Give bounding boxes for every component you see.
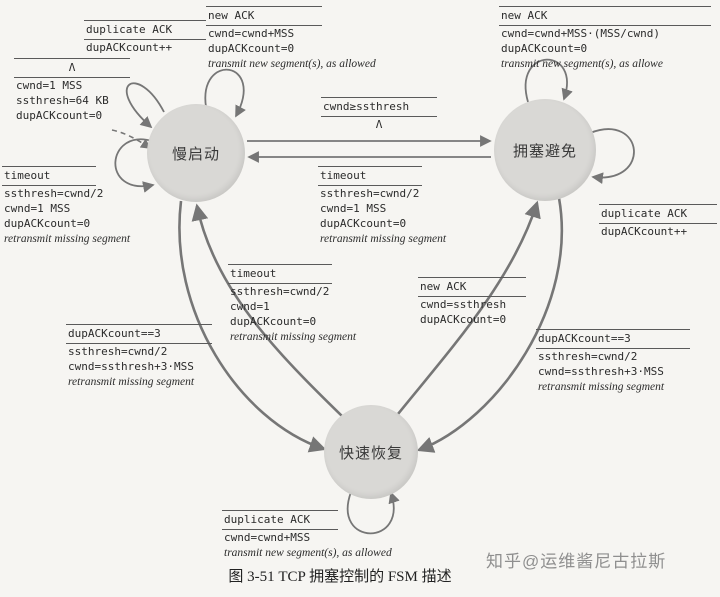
transition-action: retransmit missing segment: [230, 331, 357, 343]
transition-action: ssthresh=cwnd/2: [4, 187, 104, 200]
transition-action: retransmit missing segment: [538, 381, 665, 393]
transition-condition: new ACK: [499, 6, 711, 26]
transition-action: retransmit missing segment: [4, 233, 131, 245]
label-slowstart-dupack3: dupACKcount==3 ssthresh=cwnd/2 cwnd=ssth…: [66, 324, 212, 389]
transition-action: Λ: [375, 118, 383, 131]
transition-action: dupACKcount=0: [16, 109, 103, 122]
transition-action: cwnd=1 MSS: [16, 79, 83, 92]
congavoid-dupack-selfloop-arrow: [589, 128, 635, 184]
transition-action: transmit new segment(s), as allowed: [208, 58, 376, 70]
transition-action: dupACKcount=0: [420, 313, 507, 326]
state-fast-recovery: 快速恢复: [324, 405, 418, 499]
label-congavoid-new-ack: new ACK cwnd=cwnd+MSS·(MSS/cwnd) dupACKc…: [499, 6, 711, 71]
transition-condition: timeout: [228, 264, 332, 284]
label-slowstart-new-ack: new ACK cwnd=cwnd+MSS dupACKcount=0 tran…: [206, 6, 378, 71]
transition-action: cwnd=ssthresh+3·MSS: [68, 360, 194, 373]
label-congavoid-dupack3: dupACKcount==3 ssthresh=cwnd/2 cwnd=ssth…: [536, 329, 690, 394]
transition-condition: timeout: [318, 166, 422, 186]
state-congestion-avoidance-label: 拥塞避免: [512, 142, 577, 160]
transition-action: dupACKcount=0: [230, 315, 317, 328]
state-slow-start: 慢启动: [147, 104, 245, 202]
transition-action: dupACKcount=0: [208, 42, 295, 55]
state-fast-recovery-label: 快速恢复: [338, 444, 403, 462]
label-slowstart-duplicate-ack: duplicate ACK dupACKcount++: [84, 20, 206, 55]
label-fastrecovery-new-ack: new ACK cwnd=ssthresh dupACKcount=0: [418, 277, 526, 327]
label-fastrecovery-timeout: timeout ssthresh=cwnd/2 cwnd=1 dupACKcou…: [228, 264, 358, 344]
transition-action: cwnd=cwnd+MSS: [208, 27, 295, 40]
transition-action: ssthresh=64 KB: [16, 94, 109, 107]
transition-condition: dupACKcount==3: [66, 324, 212, 344]
transition-action: cwnd=cwnd+MSS·(MSS/cwnd): [501, 27, 660, 40]
transition-action: transmit new segment(s), as allowe: [501, 58, 663, 70]
watermark: 知乎@运维酱尼古拉斯: [486, 552, 667, 571]
transition-action: dupACKcount=0: [320, 217, 407, 230]
transition-action: cwnd=cwnd+MSS: [224, 531, 311, 544]
transition-condition: cwnd≥ssthresh: [321, 97, 437, 117]
label-slowstart-to-congavoid: cwnd≥ssthresh Λ: [321, 97, 437, 132]
transition-action: ssthresh=cwnd/2: [538, 350, 638, 363]
label-initial: Λ cwnd=1 MSS ssthresh=64 KB dupACKcount=…: [14, 58, 130, 123]
transition-action: ssthresh=cwnd/2: [230, 285, 330, 298]
transition-condition: duplicate ACK: [84, 20, 206, 40]
state-slow-start-label: 慢启动: [171, 145, 220, 163]
transition-condition: duplicate ACK: [222, 510, 338, 530]
label-congavoid-timeout: timeout ssthresh=cwnd/2 cwnd=1 MSS dupAC…: [318, 166, 448, 246]
figure-caption: 图 3-51 TCP 拥塞控制的 FSM 描述: [228, 569, 452, 585]
transition-action: cwnd=ssthresh: [420, 298, 507, 311]
transition-action: dupACKcount++: [86, 41, 173, 54]
transition-action: dupACKcount=0: [4, 217, 91, 230]
transition-action: ssthresh=cwnd/2: [68, 345, 168, 358]
state-congestion-avoidance: 拥塞避免: [494, 99, 596, 201]
transition-action: retransmit missing segment: [320, 233, 447, 245]
transition-condition: Λ: [14, 58, 130, 78]
transition-condition: dupACKcount==3: [536, 329, 690, 349]
transition-action: ssthresh=cwnd/2: [320, 187, 420, 200]
transition-action: dupACKcount++: [601, 225, 688, 238]
transition-action: retransmit missing segment: [68, 376, 195, 388]
label-slowstart-timeout: timeout ssthresh=cwnd/2 cwnd=1 MSS dupAC…: [2, 166, 132, 246]
label-congavoid-duplicate-ack: duplicate ACK dupACKcount++: [599, 204, 717, 239]
transition-action: transmit new segment(s), as allowed: [224, 547, 392, 559]
transition-condition: duplicate ACK: [599, 204, 717, 224]
transition-action: cwnd=1: [230, 300, 270, 313]
transition-condition: new ACK: [206, 6, 322, 26]
transition-condition: new ACK: [418, 277, 526, 297]
transition-action: cwnd=1 MSS: [320, 202, 387, 215]
transition-condition: timeout: [2, 166, 96, 186]
initial-state-arrow: [111, 129, 152, 149]
transition-action: dupACKcount=0: [501, 42, 588, 55]
label-fastrecovery-duplicate-ack: duplicate ACK cwnd=cwnd+MSS transmit new…: [222, 510, 394, 560]
transition-action: cwnd=1 MSS: [4, 202, 71, 215]
transition-action: cwnd=ssthresh+3·MSS: [538, 365, 664, 378]
